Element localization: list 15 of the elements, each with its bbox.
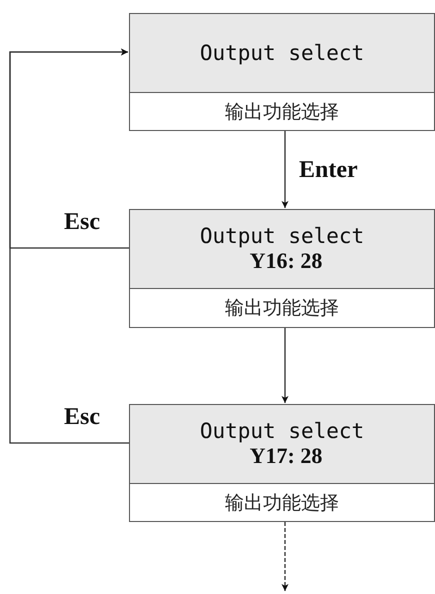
menu-title: Output select: [200, 224, 364, 248]
menu-description: 输出功能选择: [225, 296, 339, 321]
menu-title: Output select: [200, 41, 364, 65]
arrow: [282, 522, 288, 591]
process-box: [129, 209, 435, 328]
parameter-value: Y17: 28: [250, 443, 322, 469]
process-box: [129, 13, 435, 131]
arrow: [9, 48, 129, 444]
process-box: [129, 404, 435, 522]
arrow: [282, 131, 288, 208]
menu-title: Output select: [200, 419, 364, 443]
menu-description: 输出功能选择: [225, 100, 339, 124]
parameter-value: Y16: 28: [250, 248, 322, 274]
arrow: [282, 328, 288, 403]
menu-description: 输出功能选择: [225, 490, 339, 516]
